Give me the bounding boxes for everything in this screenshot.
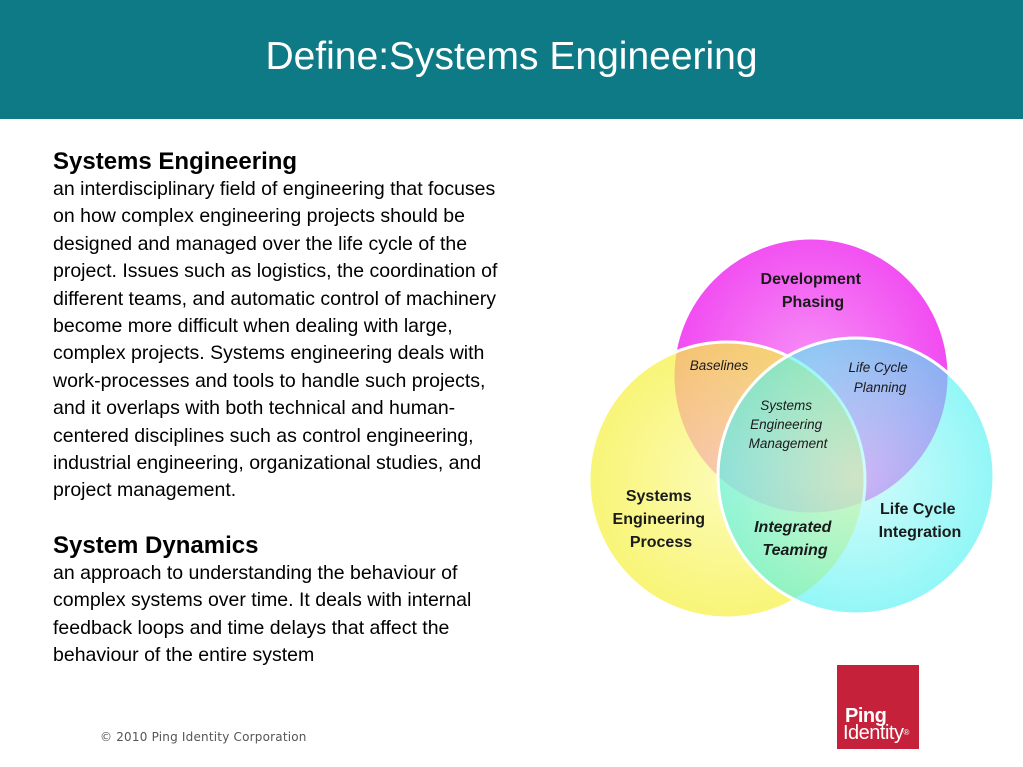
text-line: become more difficult when dealing with … — [53, 315, 453, 338]
title-bar: Define:Systems Engineering — [0, 0, 1023, 119]
venn-circle-life-cycle-integration — [716, 336, 996, 616]
label-development-phasing: Development Phasing — [761, 271, 866, 311]
text-line: work-processes and tools to handle such … — [53, 369, 486, 392]
section-heading-systems-engineering: Systems Engineering — [53, 148, 298, 175]
text-line: an interdisciplinary field of engineerin… — [53, 178, 496, 200]
section-body-system-dynamics: an approach to understanding the behavio… — [53, 560, 583, 670]
text-line: project. Issues such as logistics, the c… — [53, 260, 498, 283]
section-heading-system-dynamics: System Dynamics — [53, 531, 259, 559]
text-line: industrial engineering, organizational s… — [53, 452, 482, 475]
logo-text-ping: Ping — [845, 705, 887, 727]
logo-text-identity: Identity® — [843, 722, 909, 744]
label-systems-engineering-management: Systems Engineering Management — [749, 398, 829, 451]
label-systems-engineering-process: Systems Engineering Process — [613, 488, 710, 551]
slide-title: Define:Systems Engineering — [265, 34, 758, 78]
venn-diagram: Development Phasing Systems Engineering … — [587, 236, 996, 618]
text-line: different teams, and automatic control o… — [53, 287, 496, 310]
label-life-cycle-integration: Life Cycle Integration — [879, 501, 962, 541]
ping-identity-logo: Ping Identity® — [837, 665, 919, 749]
label-life-cycle-planning: Life Cycle Planning — [848, 360, 911, 395]
text-line: on how complex engineering projects shou… — [53, 205, 465, 228]
section-body-systems-engineering: an interdisciplinary field of engineerin… — [53, 176, 583, 505]
text-line: centered disciplines such as control eng… — [53, 424, 474, 447]
copyright-footer: © 2010 Ping Identity Corporation — [100, 730, 307, 744]
text-content: Systems Engineering an interdisciplinary… — [53, 148, 583, 670]
text-line: complex projects. Systems engineering de… — [53, 342, 485, 365]
text-line: designed and managed over the life cycle… — [53, 232, 468, 255]
text-line: behaviour of the entire system — [53, 644, 315, 667]
text-line: feedback loops and time delays that affe… — [53, 616, 450, 639]
text-line: complex systems over time. It deals with… — [53, 589, 472, 612]
text-line: and it overlaps with both technical and … — [53, 397, 456, 420]
text-line: project management. — [53, 479, 237, 502]
label-integrated-teaming: Integrated Teaming — [754, 519, 836, 559]
label-baselines: Baselines — [690, 358, 749, 373]
text-line: an approach to understanding the behavio… — [53, 561, 458, 584]
